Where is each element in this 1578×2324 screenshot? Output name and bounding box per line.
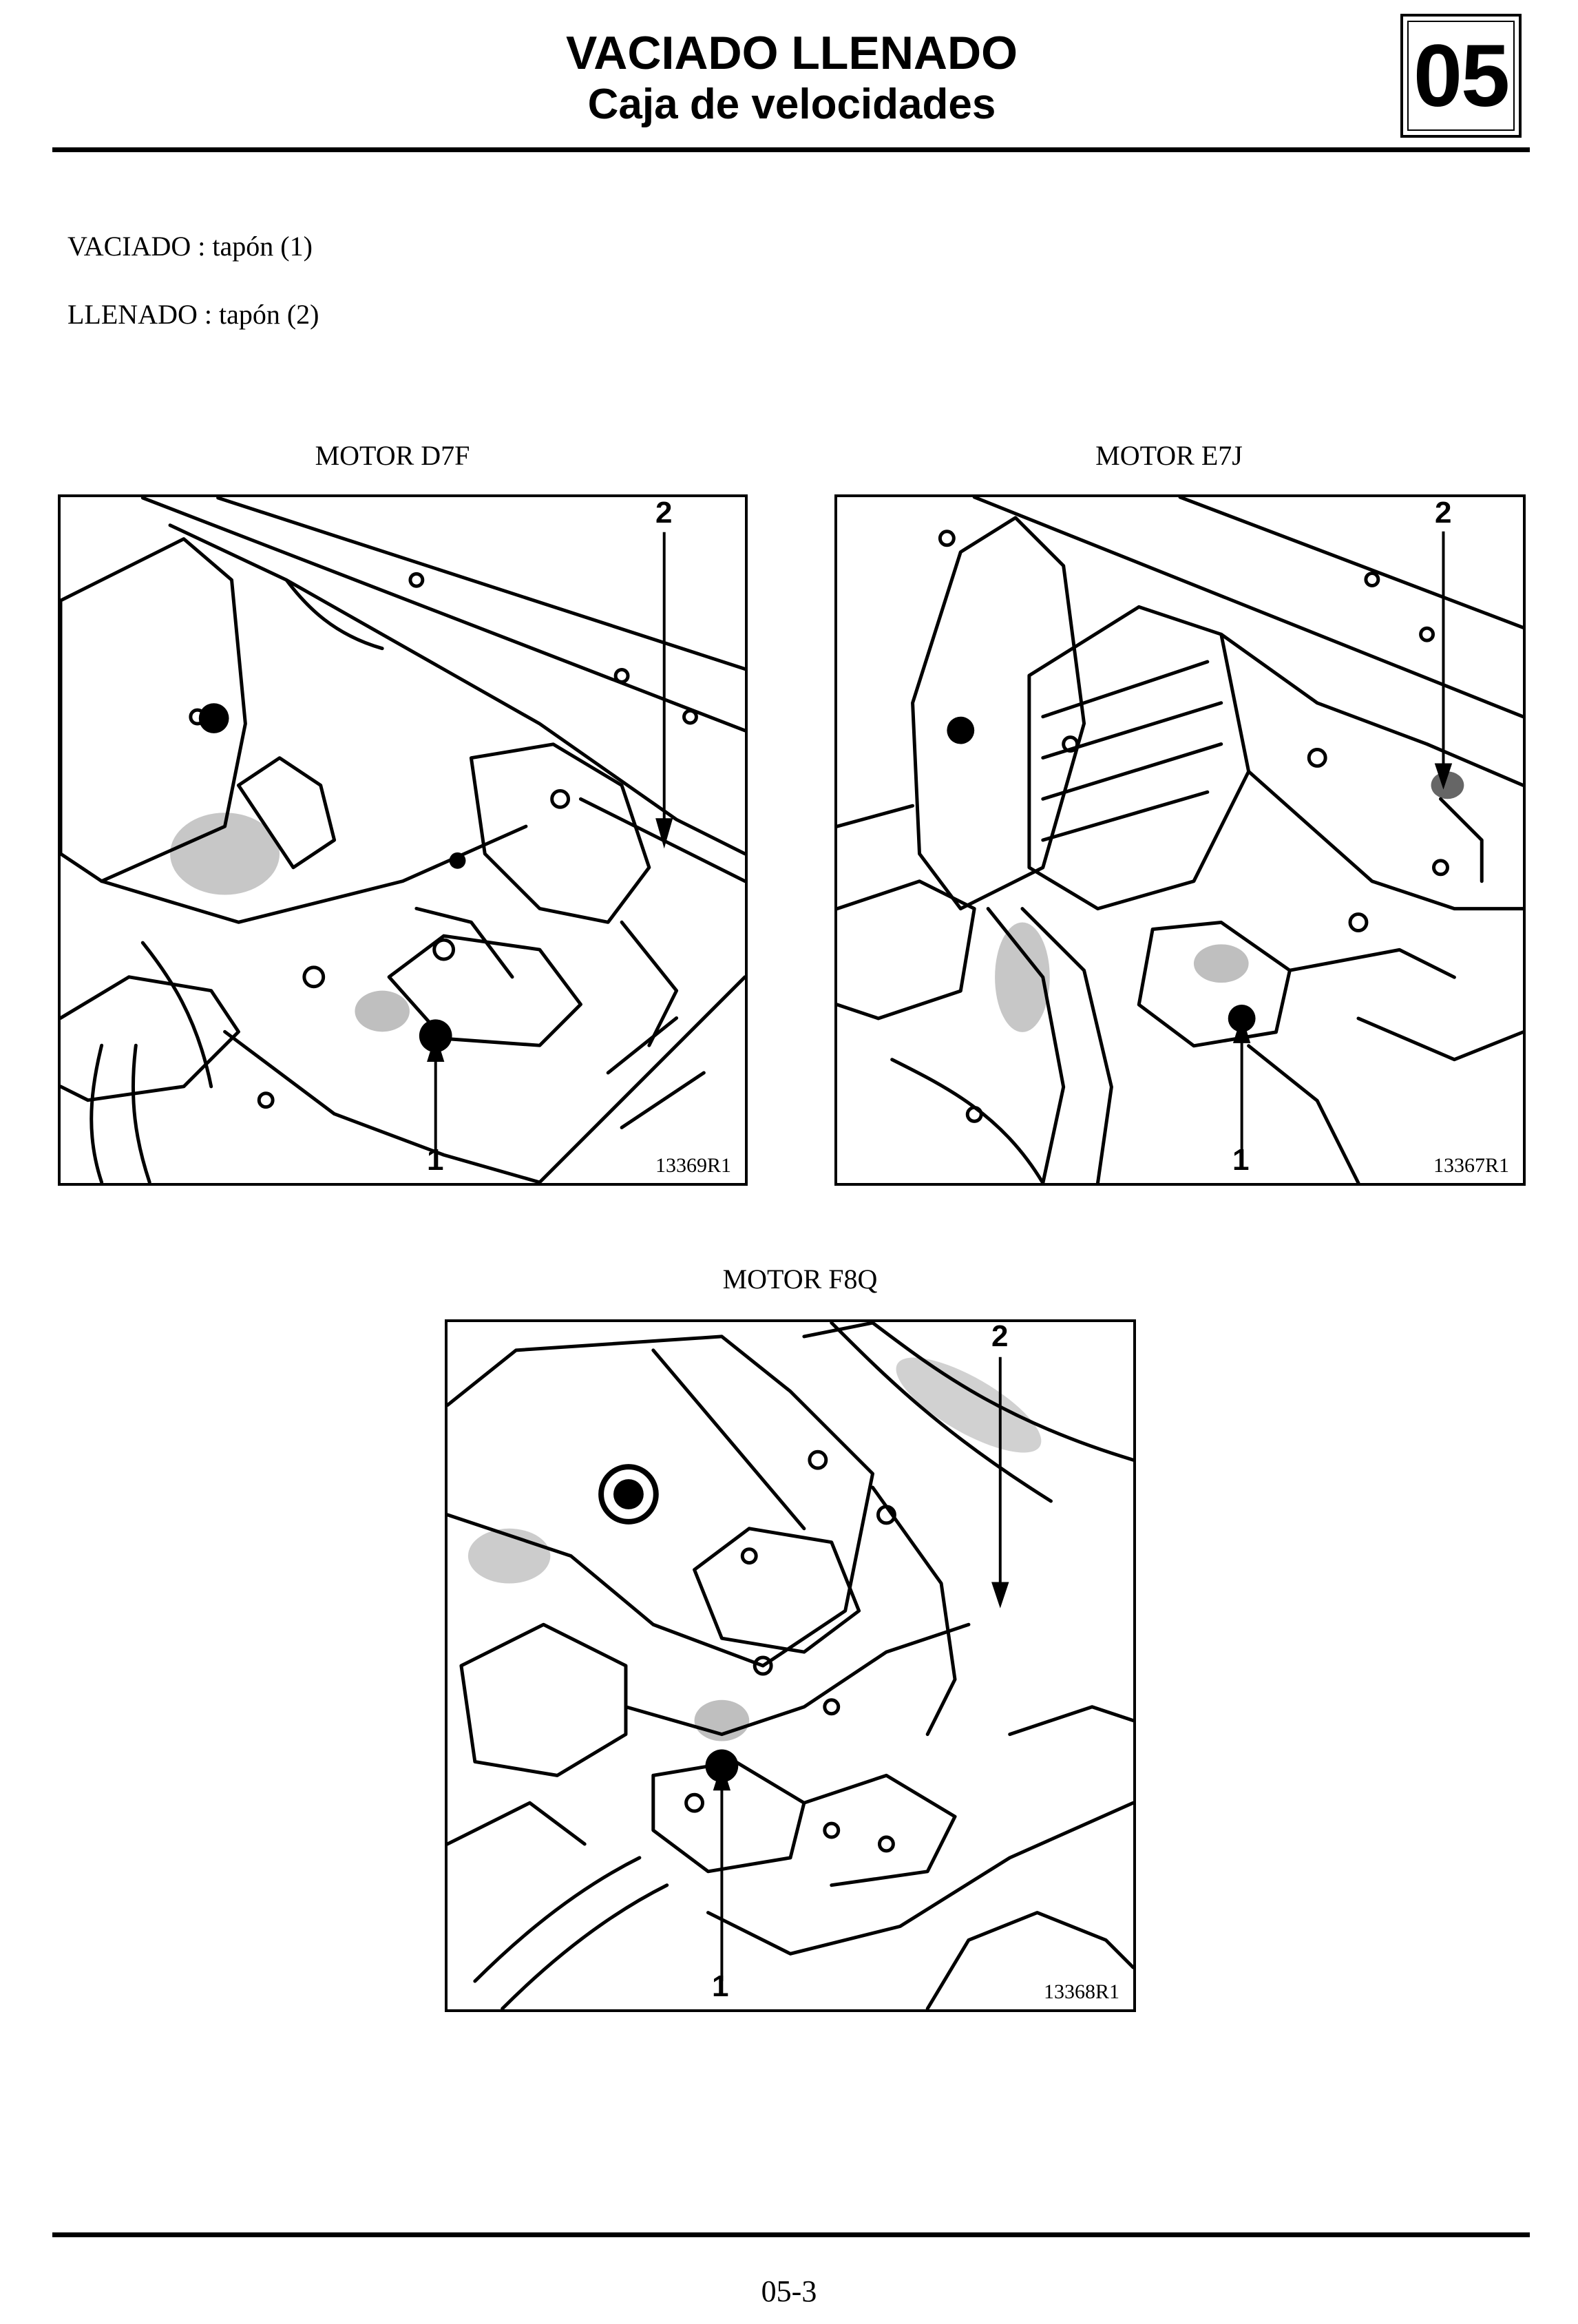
footer-divider [52, 2232, 1530, 2237]
engine-label-f8q: MOTOR F8Q [722, 1264, 878, 1295]
figure-e7j-gearbox: 2 1 13367R1 [834, 494, 1526, 1186]
callout-1-drain-plug: 1 [427, 1143, 444, 1177]
fill-instruction: LLENADO : tapón (2) [67, 299, 319, 330]
figure-reference: 13368R1 [1040, 1980, 1122, 2004]
callout-2-fill-plug: 2 [991, 1319, 1009, 1353]
header-divider [52, 147, 1530, 152]
page-subtitle: Caja de velocidades [587, 81, 996, 128]
gearbox-illustration-e7j [837, 497, 1523, 1183]
figure-reference: 13369R1 [652, 1154, 734, 1177]
engine-label-e7j: MOTOR E7J [1095, 440, 1243, 471]
page-number: 05-3 [761, 2274, 817, 2308]
drain-instruction: VACIADO : tapón (1) [67, 231, 313, 262]
callout-1-drain-plug: 1 [712, 1969, 729, 2003]
figure-f8q-gearbox: 2 1 13368R1 [445, 1319, 1136, 2012]
figure-d7f-gearbox: 2 1 13369R1 [58, 494, 748, 1186]
figure-reference: 13367R1 [1430, 1154, 1512, 1177]
callout-2-fill-plug: 2 [1435, 496, 1452, 530]
page-title: VACIADO LLENADO [565, 27, 1018, 79]
callout-2-fill-plug: 2 [655, 496, 673, 530]
gearbox-illustration-f8q [448, 1322, 1133, 2009]
callout-1-drain-plug: 1 [1232, 1143, 1250, 1177]
gearbox-illustration-d7f [61, 497, 745, 1183]
engine-label-d7f: MOTOR D7F [315, 440, 470, 471]
section-number-badge: 05 [1400, 14, 1522, 138]
